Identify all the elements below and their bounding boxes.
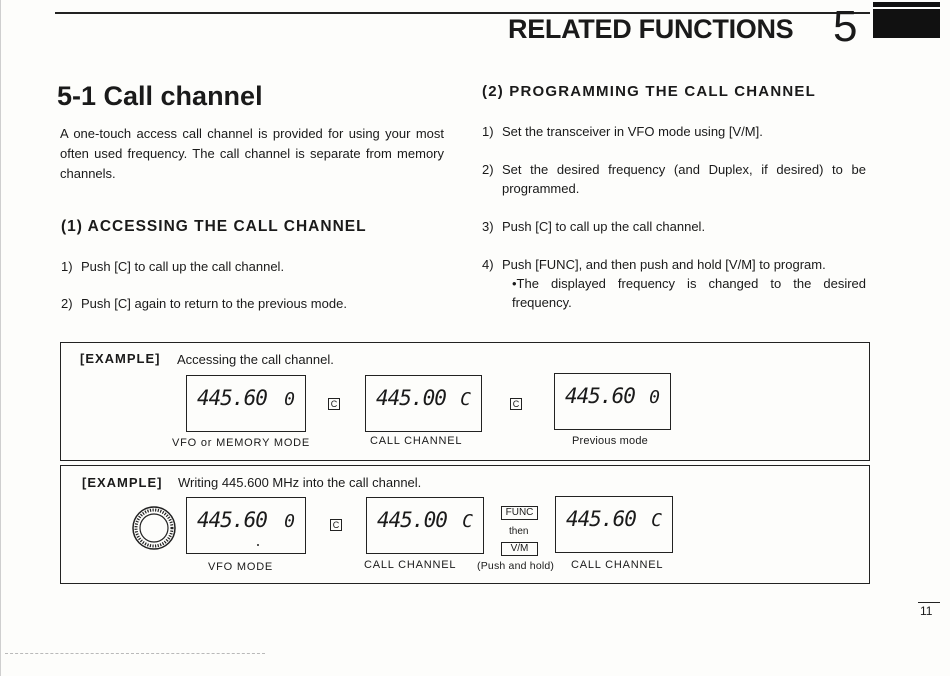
caption-vfo-memory-mode: VFO or MEMORY MODE bbox=[172, 437, 311, 449]
c-key-icon: C bbox=[330, 519, 342, 531]
page-edge bbox=[0, 0, 1, 676]
caption-call-channel: CALL CHANNEL bbox=[364, 559, 457, 571]
programming-heading: (2) PROGRAMMING THE CALL CHANNEL bbox=[482, 83, 816, 100]
accessing-step-1: 1) Push [C] to call up the call channel. bbox=[61, 259, 285, 274]
chapter-title: RELATED FUNCTIONS bbox=[508, 14, 794, 44]
lcd-display-call-channel-programmed: 445.60 C bbox=[555, 496, 673, 553]
c-key-icon: C bbox=[328, 398, 340, 410]
chapter-number: 5 bbox=[833, 2, 858, 51]
programming-step-3: 3) Push [C] to call up the call channel. bbox=[482, 219, 706, 234]
example-accessing-box bbox=[60, 342, 870, 461]
example-2-text: Writing 445.600 MHz into the call channe… bbox=[178, 475, 422, 490]
lcd-display-vfo-mode: 445.60 0 bbox=[186, 497, 306, 554]
intro-paragraph: A one-touch access call channel is provi… bbox=[60, 126, 444, 181]
vm-key-icon: V/M bbox=[501, 542, 538, 556]
caption-vfo-mode: VFO MODE bbox=[208, 561, 274, 573]
accessing-step-2: 2) Push [C] again to return to the previ… bbox=[61, 296, 347, 311]
programming-step-4-note: •The displayed frequency is changed to t… bbox=[512, 276, 866, 310]
lcd-display-previous-mode: 445.60 0 bbox=[554, 373, 671, 430]
programming-step-1: 1) Set the transceiver in VFO mode using… bbox=[482, 124, 763, 139]
example-1-tag: [EXAMPLE] bbox=[80, 351, 161, 366]
func-key-icon: FUNC bbox=[501, 506, 538, 520]
then-label: then bbox=[509, 526, 529, 537]
programming-step-4: 4) Push [FUNC], and then push and hold [… bbox=[482, 257, 866, 310]
c-key-icon: C bbox=[510, 398, 522, 410]
example-2-tag: [EXAMPLE] bbox=[82, 475, 163, 490]
page-number: 11 bbox=[920, 604, 933, 618]
header-rule bbox=[55, 12, 870, 14]
section-title: 5-1 Call channel bbox=[57, 81, 263, 111]
example-1-text: Accessing the call channel. bbox=[177, 352, 334, 367]
tuning-dial-icon bbox=[132, 506, 176, 550]
chapter-tab-marker bbox=[873, 2, 940, 38]
caption-previous-mode: Previous mode bbox=[572, 435, 648, 447]
caption-call-channel: CALL CHANNEL bbox=[370, 435, 463, 447]
scan-artifact bbox=[5, 653, 265, 654]
caption-call-channel-result: CALL CHANNEL bbox=[571, 559, 664, 571]
programming-step-2: 2) Set the desired frequency (and Duplex… bbox=[482, 162, 866, 196]
example-writing-box bbox=[60, 465, 870, 584]
caption-push-and-hold: (Push and hold) bbox=[477, 560, 555, 572]
accessing-heading: (1) ACCESSING THE CALL CHANNEL bbox=[61, 218, 367, 235]
lcd-display-vfo-memory: 445.60 0 bbox=[186, 375, 306, 432]
lcd-display-call-channel: 445.00 C bbox=[365, 375, 482, 432]
lcd-display-call-channel: 445.00 C bbox=[366, 497, 484, 554]
page-number-rule bbox=[918, 602, 940, 603]
